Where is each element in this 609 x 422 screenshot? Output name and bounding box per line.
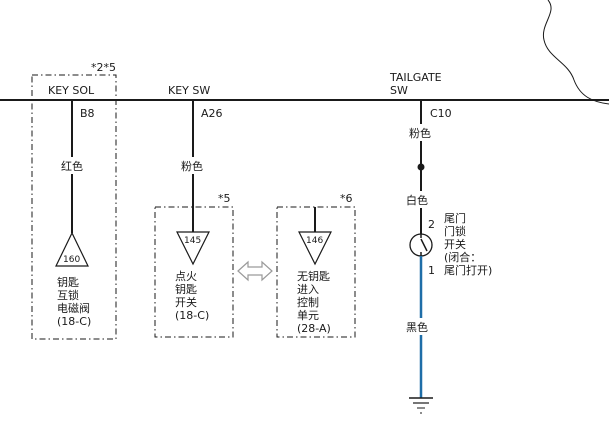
key-sw-name: KEY SW [168, 84, 210, 97]
diagram-border-curve [542, 0, 609, 105]
key-sw-note: *5 [218, 192, 231, 205]
alternate-double-arrow [237, 260, 273, 282]
tailgate-switch-label-2: 门锁 [444, 224, 466, 238]
key-sol-dashed-box [31, 74, 117, 340]
tailgate-switch-blade [420, 238, 428, 252]
tailgate-wire-color-mid: 白色 [406, 193, 428, 207]
key-sol-component-label-4: (18-C) [57, 315, 91, 328]
keyless-dashed-box [276, 206, 356, 338]
key-sol-component-label-2: 互锁 [57, 288, 79, 302]
keyless-component-label-2: 进入 [297, 283, 319, 296]
key-sw-component-triangle [176, 231, 210, 266]
key-sw-component-id: 145 [184, 236, 201, 246]
tailgate-splice-dot [417, 163, 425, 171]
tailgate-switch-pin-2: 2 [428, 218, 435, 231]
key-sw-component-label-2: 钥匙 [175, 282, 197, 296]
keyless-component-label-5: (28-A) [297, 322, 331, 335]
tailgate-wire-color-top: 粉色 [409, 126, 431, 140]
tailgate-switch-pin-1: 1 [428, 264, 435, 277]
key-sol-component-label-1: 钥匙 [57, 275, 79, 289]
tailgate-switch-label-5: 尾门打开) [444, 263, 492, 277]
keyless-component-triangle [298, 231, 332, 266]
tailgate-switch-label-4: (闭合： [444, 250, 481, 264]
key-sol-component-label-3: 电磁阀 [57, 301, 90, 315]
keyless-component-label-4: 单元 [297, 309, 319, 322]
keyless-group: *6 146 无钥匙 进入 控制 单元 (28-A) [276, 192, 356, 338]
key-sol-component-triangle [55, 231, 89, 267]
tailgate-wire-color-bottom: 黑色 [406, 320, 428, 334]
key-sw-component-label-1: 点火 [175, 270, 197, 283]
tailgate-sw-pin: C10 [430, 107, 452, 120]
key-sw-pin: A26 [201, 107, 223, 120]
key-sol-group: *2*5 KEY SOL B8 红色 160 钥匙 互锁 电磁阀 (18-C) [31, 61, 117, 340]
key-sw-component-label-3: 开关 [175, 295, 197, 309]
keyless-component-label-1: 无钥匙 [297, 269, 330, 283]
key-sw-dashed-box [154, 206, 234, 338]
tailgate-sw-group: TAILGATE SW C10 粉色 白色 2 1 尾门 门锁 开关 (闭合： … [389, 71, 492, 414]
key-sol-component-id: 160 [63, 255, 80, 265]
key-sw-wire-color: 粉色 [181, 159, 203, 173]
keyless-component-label-3: 控制 [297, 295, 319, 309]
tailgate-sw-name-1: TAILGATE [389, 71, 442, 84]
ground-icon [409, 397, 433, 414]
tailgate-switch-label-3: 开关 [444, 237, 466, 251]
key-sol-pin: B8 [80, 107, 95, 120]
keyless-note: *6 [340, 192, 353, 205]
key-sol-name: KEY SOL [48, 84, 95, 97]
keyless-component-id: 146 [306, 236, 323, 246]
key-sol-note: *2*5 [91, 61, 116, 74]
key-sw-group: KEY SW A26 粉色 *5 145 点火 钥匙 开关 (18-C) [154, 84, 234, 338]
key-sol-wire-color: 红色 [61, 159, 83, 173]
key-sw-component-label-4: (18-C) [175, 309, 209, 322]
tailgate-switch-label-1: 尾门 [444, 211, 466, 225]
tailgate-sw-name-2: SW [390, 84, 408, 97]
